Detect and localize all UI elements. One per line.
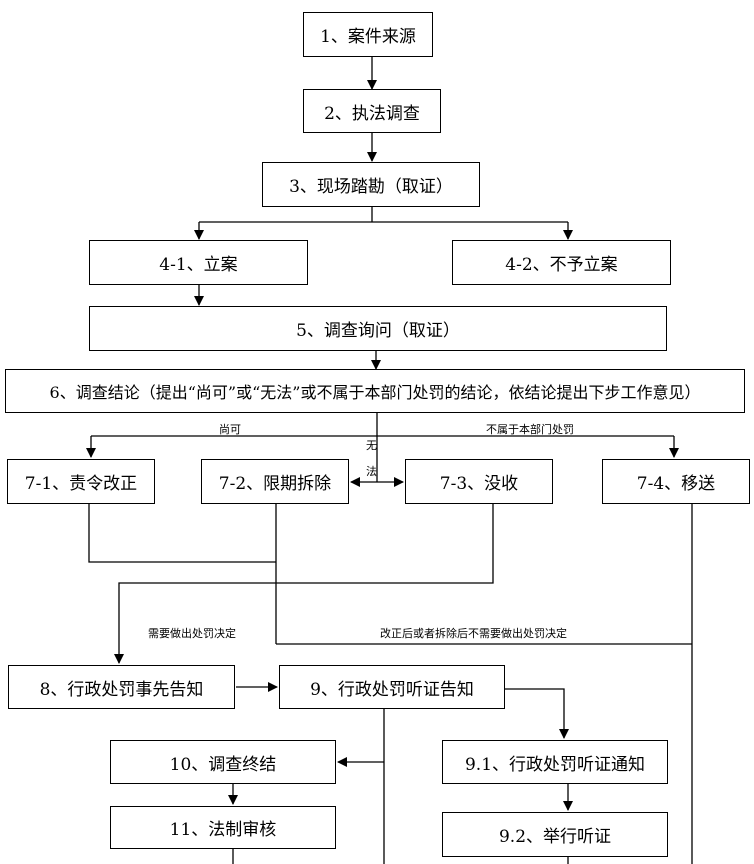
label-no-decision-needed: 改正后或者拆除后不需要做出处罚决定 xyxy=(380,627,567,640)
node-legal-review: 11、法制审核 xyxy=(110,806,336,849)
connector-7-3-to-8 xyxy=(114,504,494,664)
node-investigation: 2、执法调查 xyxy=(303,89,441,133)
label-need-decision: 需要做出处罚决定 xyxy=(148,627,236,640)
node-hearing-notice: 9、行政处罚听证告知 xyxy=(279,665,505,709)
node-hearing-notification: 9.1、行政处罚听证通知 xyxy=(442,740,668,784)
node-site-survey: 3、现场踏勘（取证） xyxy=(262,162,480,207)
node-confiscate: 7-3、没收 xyxy=(405,459,553,504)
node-investigation-end: 10、调查终结 xyxy=(110,740,336,784)
connector-7-1 xyxy=(88,504,276,563)
arrow-9-to-9-1 xyxy=(505,688,569,739)
label-acceptable: 尚可 xyxy=(219,423,241,436)
node-order-correct: 7-1、责令改正 xyxy=(7,459,155,504)
node-transfer: 7-4、移送 xyxy=(602,459,750,504)
node-file-case: 4-1、立案 xyxy=(89,240,308,285)
node-demolish-deadline: 7-2、限期拆除 xyxy=(201,459,349,504)
node-inquiry: 5、调查询问（取证） xyxy=(89,306,667,351)
label-cannot-2: 法 xyxy=(366,465,377,478)
node-case-source: 1、案件来源 xyxy=(303,12,433,57)
node-conclusion: 6、调查结论（提出“尚可”或“无法”或不属于本部门处罚的结论，依结论提出下步工作… xyxy=(5,369,745,413)
node-prior-notice: 8、行政处罚事先告知 xyxy=(8,665,235,709)
label-cannot-1: 无 xyxy=(366,439,377,452)
label-not-department: 不属于本部门处罚 xyxy=(486,423,574,436)
node-no-file-case: 4-2、不予立案 xyxy=(452,240,671,285)
node-hold-hearing: 9.2、举行听证 xyxy=(442,812,668,857)
